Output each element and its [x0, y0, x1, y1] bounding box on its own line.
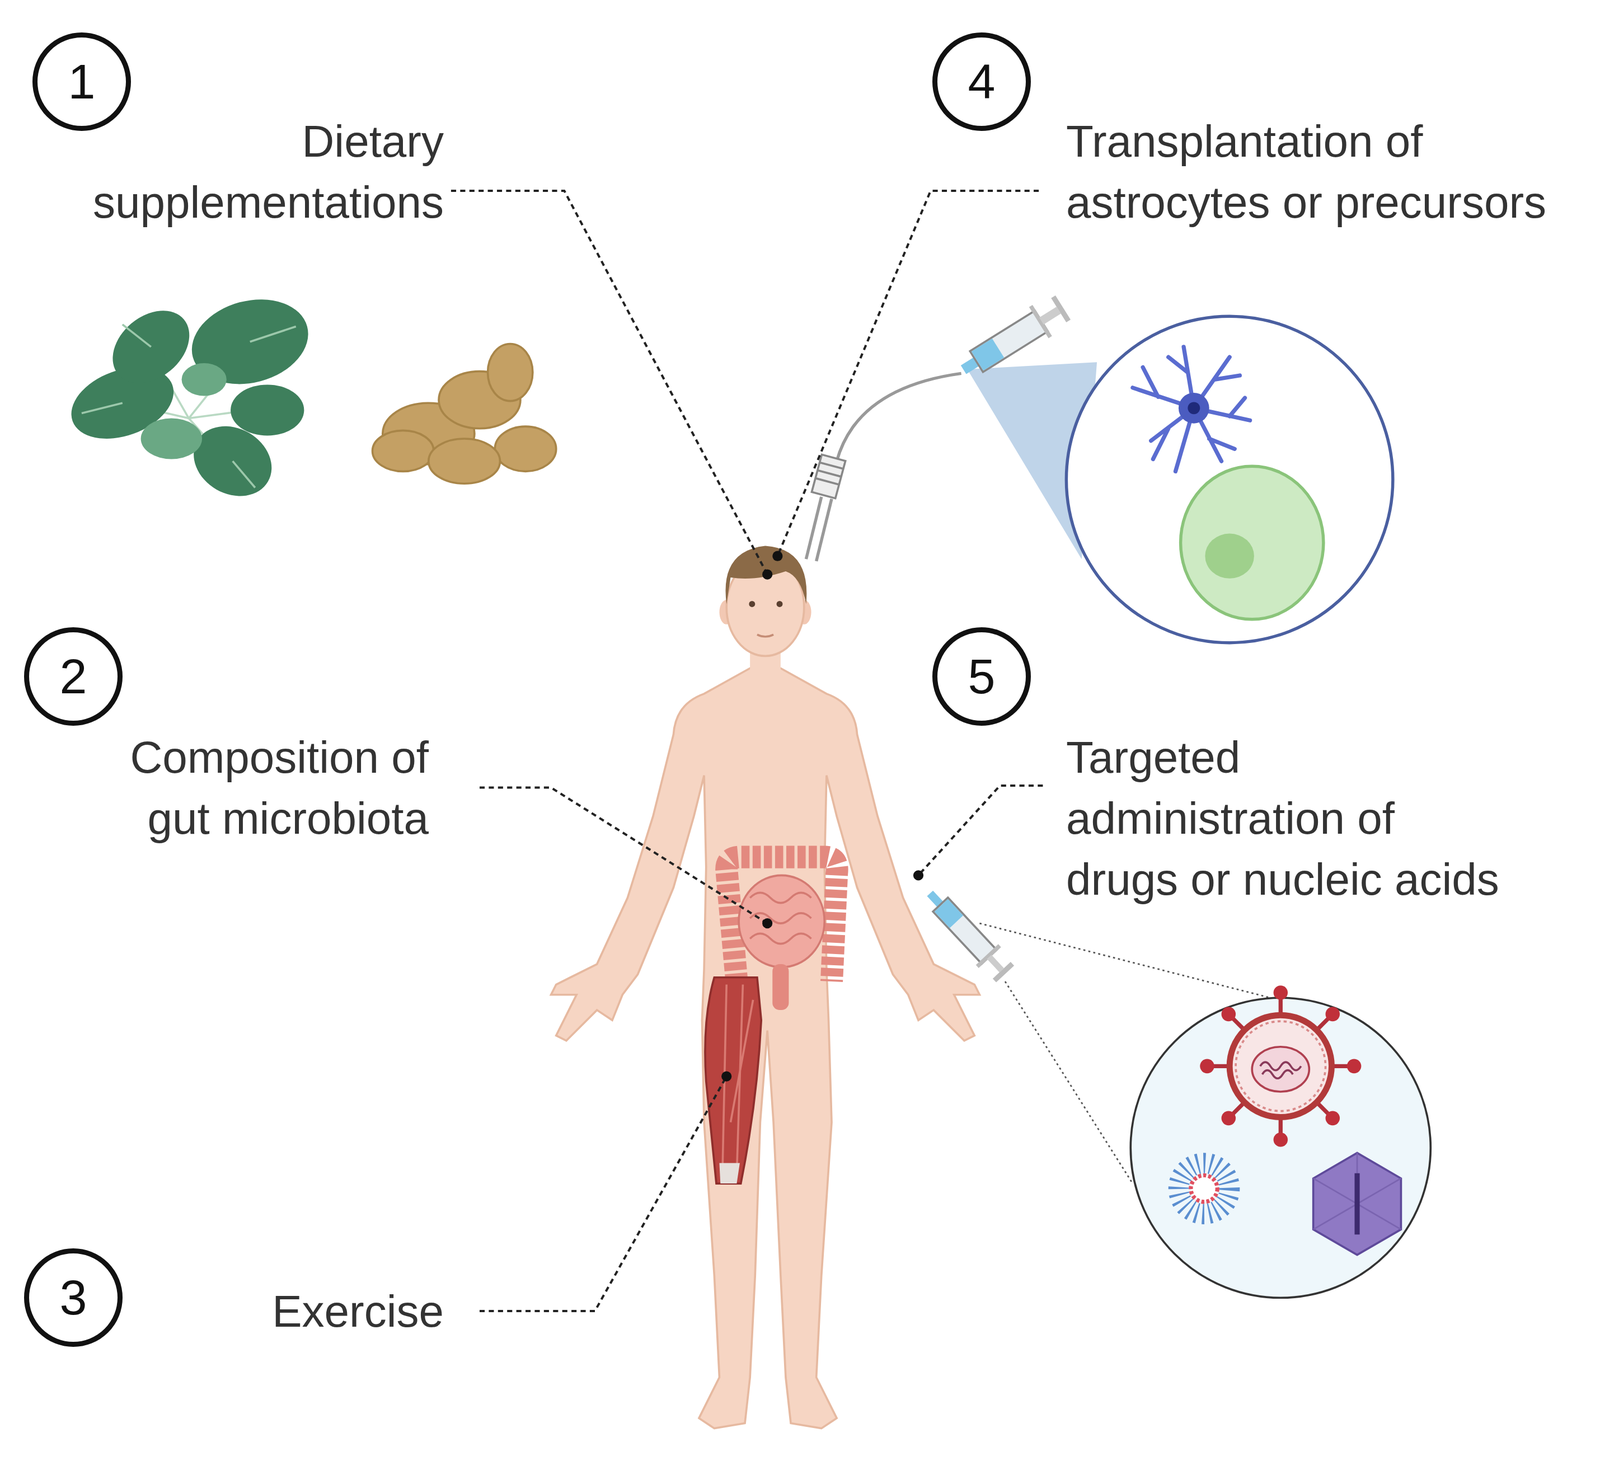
leader-dots — [721, 551, 924, 1082]
ginger-root — [372, 343, 557, 484]
syringe — [953, 292, 1073, 386]
intervention-label: Targeted administration of drugs or nucl… — [1066, 726, 1510, 910]
callout-number: 5 — [968, 651, 996, 702]
callout-circle: 1 — [32, 32, 131, 131]
syringe — [918, 883, 1017, 985]
leafy-plant — [61, 287, 318, 510]
callout-circle: 4 — [932, 32, 1031, 131]
thigh-muscle — [705, 977, 762, 1184]
leader-lines — [451, 190, 1044, 1312]
callout-circle: 5 — [932, 627, 1031, 726]
cell-inset — [1066, 316, 1393, 643]
callout-number: 1 — [68, 57, 96, 107]
intervention-label: Dietary supplementations — [52, 110, 444, 233]
callout-number: 2 — [59, 651, 88, 702]
intervention-label: Composition of gut microbiota — [92, 726, 429, 849]
intervention-label: Exercise — [219, 1281, 444, 1343]
callout-circle: 2 — [24, 627, 123, 726]
cannula-tube — [805, 373, 961, 561]
intervention-label: Transplantation of astrocytes or precurs… — [1066, 110, 1559, 233]
callout-circle: 3 — [24, 1248, 123, 1348]
callout-number: 3 — [59, 1273, 88, 1323]
human-body — [551, 545, 980, 1429]
callout-number: 4 — [968, 57, 996, 107]
vector-inset — [1130, 985, 1431, 1298]
